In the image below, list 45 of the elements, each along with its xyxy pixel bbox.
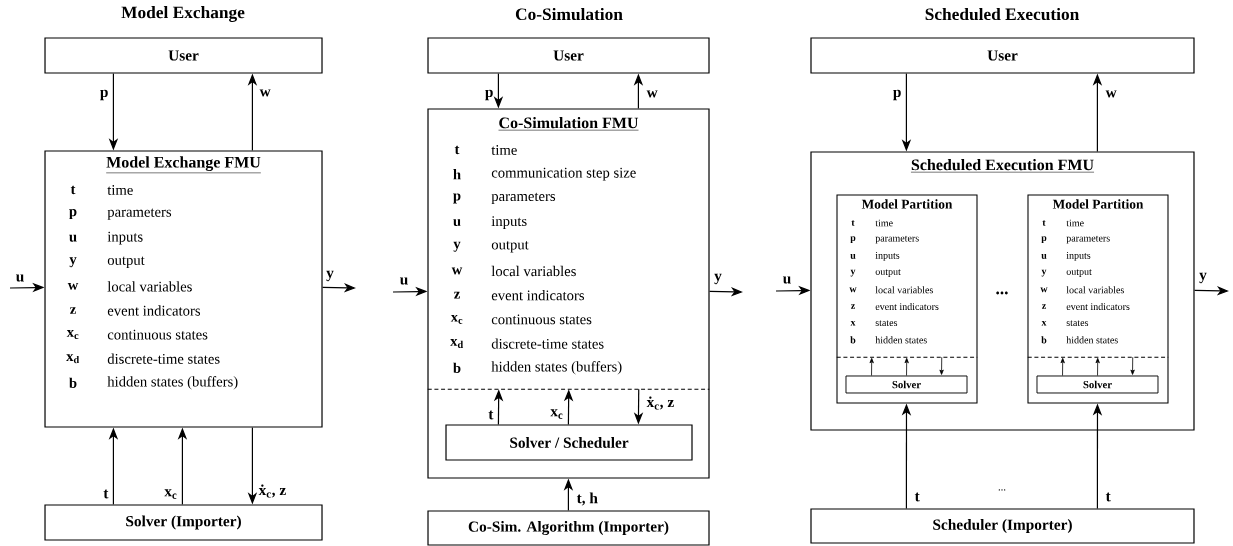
arrow bbox=[1060, 357, 1065, 376]
edge-label: x$_{c}$ bbox=[164, 489, 177, 499]
edge-label: u bbox=[399, 277, 408, 285]
process-box: Co-Sim. Algorithm (Importer) bbox=[427, 510, 710, 546]
edge-label: w bbox=[1105, 90, 1117, 98]
process-box: User bbox=[44, 37, 323, 74]
edge-label: y bbox=[1199, 272, 1207, 284]
process-box: Scheduler (Importer) bbox=[810, 508, 1195, 544]
edge-label: ẋ$_{c}$, z bbox=[258, 484, 286, 498]
edge-label: p bbox=[100, 89, 108, 101]
panel-title: Scheduled Execution bbox=[925, 7, 1080, 21]
arrow bbox=[904, 357, 909, 376]
edge-label: x$_{c}$ bbox=[550, 409, 563, 419]
edge-label: y bbox=[714, 273, 722, 285]
process-box: Solver (Importer) bbox=[44, 504, 323, 541]
edge-label: ẋ$_{c}$, z bbox=[646, 396, 674, 410]
edge-label: p bbox=[485, 89, 493, 101]
process-box: Solver / Scheduler bbox=[445, 424, 693, 461]
variable-list: t time p parameters u inputs y output w local variables z event indicators x states b hidden states bbox=[836, 219, 978, 358]
process-box: User bbox=[810, 37, 1195, 74]
arrow bbox=[1095, 357, 1100, 376]
edge-label: p bbox=[893, 89, 901, 101]
edge-label: w bbox=[646, 90, 658, 98]
edge-label: t, h bbox=[576, 492, 598, 506]
panel-title: Co-Simulation bbox=[515, 7, 623, 21]
edge-label: t bbox=[103, 489, 109, 499]
arrow bbox=[1130, 356, 1135, 375]
solver-box: Solver bbox=[845, 375, 968, 394]
ellipsis: ... bbox=[998, 489, 1006, 491]
variable-list: t time p parameters u inputs y output w local variables z event indicators x states b hidden states bbox=[1027, 219, 1169, 358]
edge-label: t bbox=[488, 410, 494, 420]
solver-box: Solver bbox=[1036, 375, 1159, 394]
edge-label: u bbox=[16, 274, 24, 282]
arrow bbox=[869, 357, 874, 376]
edge-label: u bbox=[782, 276, 791, 284]
edge-label: w bbox=[259, 89, 271, 97]
variable-list: t time h communication step size p parameters u inputs y output w local variables z event indicators x$_{c}$ continuous states x$_{d}$ discrete-time states b hidden states (buffers) bbox=[427, 145, 710, 390]
arrow bbox=[939, 356, 944, 375]
ellipsis: ... bbox=[996, 291, 1008, 295]
edge-label: t bbox=[1105, 492, 1111, 502]
edge-label: y bbox=[326, 270, 334, 282]
panel-title: Model Exchange bbox=[121, 6, 245, 22]
process-box: User bbox=[427, 37, 710, 74]
edge-label: t bbox=[914, 492, 920, 502]
fmu-box: Model Exchange FMU t time p parameters u inputs y output w local variables z event indicators x$_{c}$ continuous states x$_{d}$ discrete-time states b hidden states (buffers) bbox=[44, 150, 323, 428]
